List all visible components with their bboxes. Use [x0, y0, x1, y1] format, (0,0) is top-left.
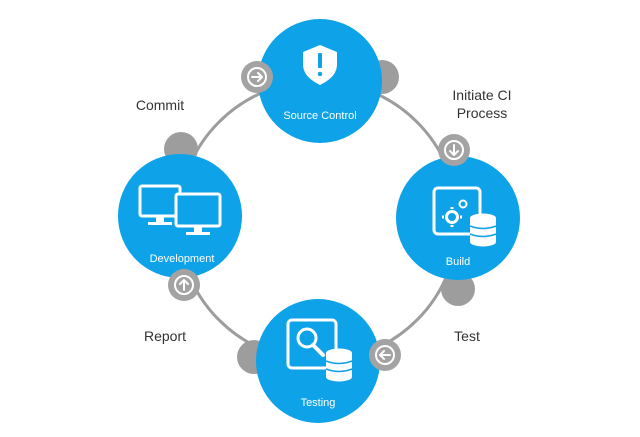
right-arrow-icon [241, 61, 273, 93]
database-stack [325, 348, 353, 382]
down-arrow-icon [438, 134, 470, 166]
node-development: Development [118, 154, 242, 278]
node-source-control: Source Control [258, 19, 382, 143]
node-testing: Testing [256, 299, 380, 423]
edge-label-report: Report [144, 328, 186, 344]
gear-database-icon [432, 186, 497, 247]
connector-dot-test [441, 272, 475, 306]
edge-label-initiate-ci-line1: Initiate CI [452, 87, 511, 103]
edge-label-initiate-ci-line2: Process [457, 105, 508, 121]
node-build: Build [396, 156, 520, 280]
magnifier-database-icon [286, 318, 353, 382]
node-build-label: Build [446, 256, 470, 268]
up-arrow-icon [168, 269, 200, 301]
shield-icon [303, 45, 337, 85]
database-stack [469, 213, 497, 247]
node-testing-label: Testing [301, 397, 336, 409]
edge-label-commit: Commit [136, 97, 184, 113]
monitors-icon [138, 184, 222, 235]
node-source-control-label: Source Control [283, 110, 356, 122]
edge-label-test: Test [454, 328, 480, 344]
left-arrow-icon [369, 339, 401, 371]
node-development-label: Development [150, 253, 215, 265]
